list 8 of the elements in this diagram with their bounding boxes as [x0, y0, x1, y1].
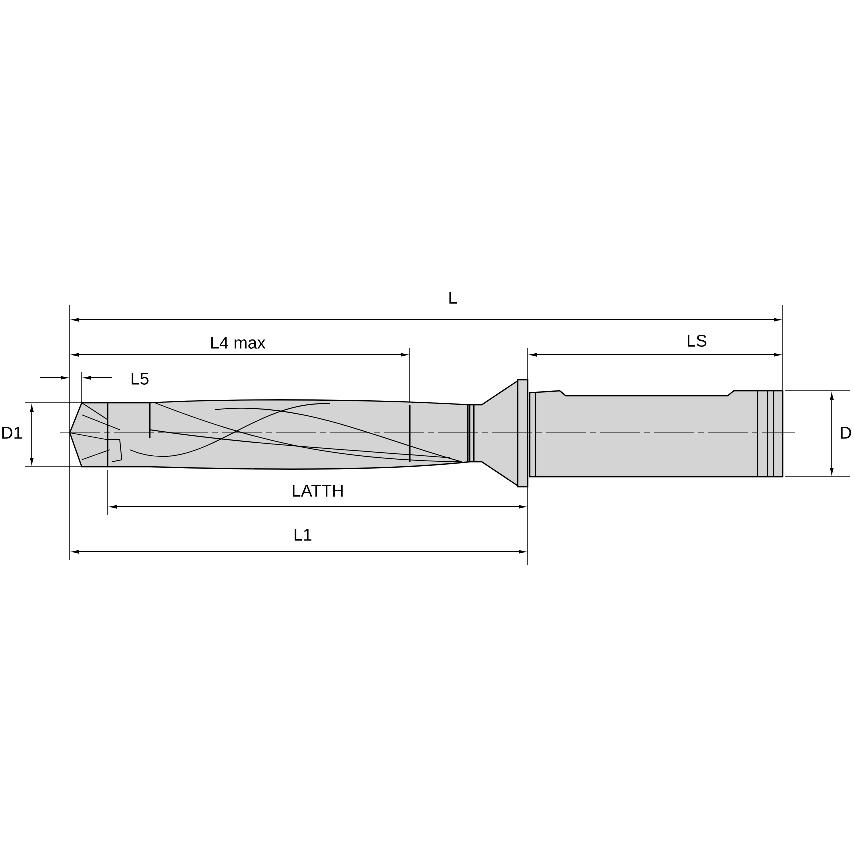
dimension-label: LATTH — [293, 485, 343, 497]
dimension-label: L — [450, 292, 458, 304]
dimension-label: D1 — [2, 427, 22, 439]
dimension-label: L4 max — [212, 337, 266, 349]
dimension-label: L5 — [132, 373, 149, 385]
dimension-label: LS — [688, 334, 707, 348]
dimension-label: D — [841, 427, 852, 439]
dimension-label: L1 — [294, 529, 312, 541]
